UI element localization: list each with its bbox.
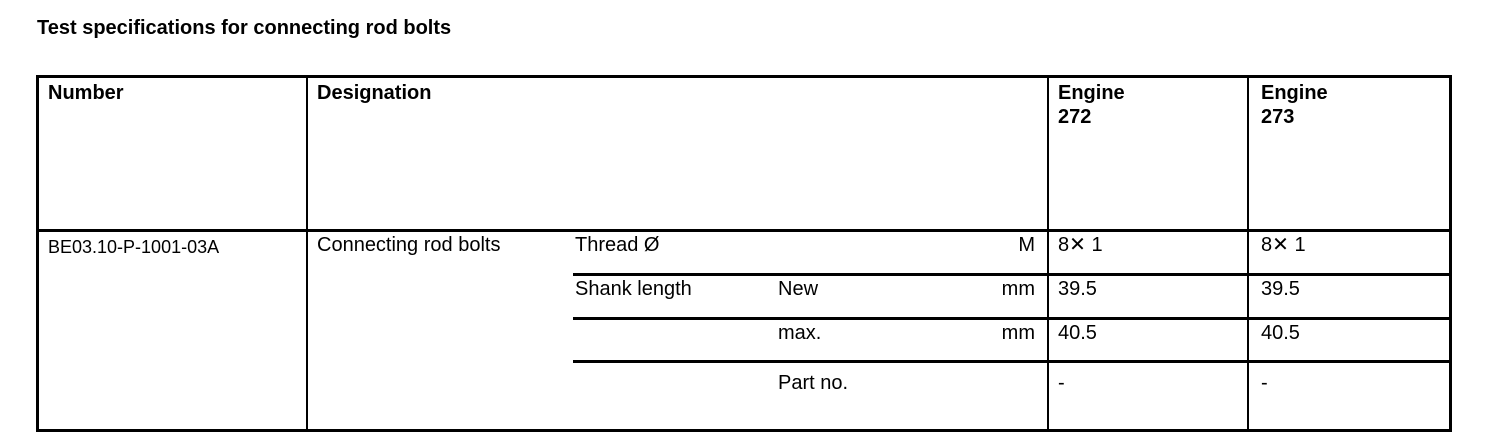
engine-272-value: 39.5 — [1058, 278, 1097, 300]
engine-272-value: 8✕ 1 — [1058, 234, 1103, 256]
engine-273-value: - — [1261, 372, 1268, 394]
column-divider — [306, 78, 308, 429]
engine-273-value: 8✕ 1 — [1261, 234, 1306, 256]
row-divider — [573, 273, 1449, 276]
spec-table: Number Designation Engine 272 Engine 273… — [36, 75, 1452, 432]
engine-272-value: 40.5 — [1058, 322, 1097, 344]
param-unit: mm — [1001, 322, 1035, 344]
header-engine-272-label: Engine — [1058, 82, 1125, 104]
header-engine-273-number: 273 — [1261, 106, 1295, 128]
param-qualifier: New — [778, 278, 819, 300]
row-designation: Connecting rod bolts — [317, 234, 501, 256]
param-qualifier: Part no. — [778, 372, 849, 394]
param-name: Shank length — [575, 278, 692, 300]
header-number: Number — [48, 82, 124, 104]
param-qualifier: max. — [778, 322, 822, 344]
header-engine-273-label: Engine — [1261, 82, 1328, 104]
document-title: Test specifications for connecting rod b… — [37, 17, 452, 39]
engine-272-value: - — [1058, 372, 1065, 394]
column-divider — [1247, 78, 1249, 429]
param-name: Thread Ø — [575, 234, 660, 256]
header-engine-272-number: 272 — [1058, 106, 1092, 128]
param-unit: mm — [1001, 278, 1035, 300]
header-divider — [39, 229, 1449, 232]
row-divider — [573, 317, 1449, 320]
header-designation: Designation — [317, 82, 432, 104]
engine-273-value: 40.5 — [1261, 322, 1300, 344]
column-divider — [1047, 78, 1049, 429]
row-divider — [573, 360, 1449, 363]
param-unit: M — [1018, 234, 1035, 256]
row-number: BE03.10-P-1001-03A — [48, 237, 220, 257]
engine-273-value: 39.5 — [1261, 278, 1300, 300]
